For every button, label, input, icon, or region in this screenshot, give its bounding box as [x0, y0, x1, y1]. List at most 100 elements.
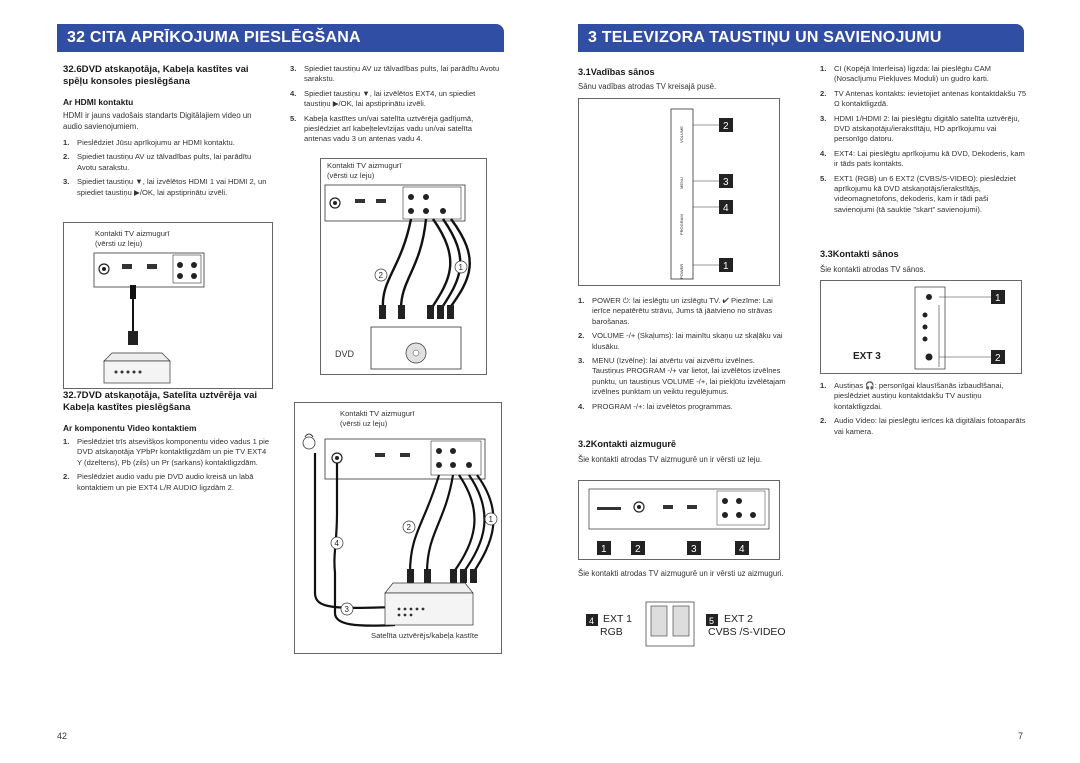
left-banner-text: 32 CITA APRĪKOJUMA PIESLĒGŠANA — [67, 29, 361, 46]
svg-text:VOLUME: VOLUME — [679, 126, 684, 143]
ext1-label: EXT 1 — [603, 613, 632, 625]
svg-text:3: 3 — [723, 177, 729, 188]
list-item-number: 5. — [820, 173, 827, 183]
dvd-fig-caption: Kontakti TV aizmugurī (vērsti uz leju) — [327, 161, 402, 180]
list-item: 5. EXT1 (RGB) un 6 EXT2 (CVBS/S-VIDEO): p… — [820, 174, 1028, 216]
list-item: 3. Spiediet taustiņu ▼, lai izvēlētos HDM… — [63, 177, 268, 198]
list-item-text: CI (Kopējā Interfeisa) ligzda: lai piesl… — [834, 64, 992, 84]
side-items: 1. Austiņas 🎧: personīgai klausīšanās izb… — [820, 381, 1028, 441]
list-item-number: 3. — [578, 356, 585, 366]
list-item-text: Spiediet taustiņu ▼, lai izvēlētos EXT4,… — [304, 88, 476, 109]
svg-text:4: 4 — [335, 539, 340, 548]
list-item: 2.Audio Video: lai pieslēgtu ierīces kā … — [820, 416, 1028, 437]
list-item-text: POWER ⏻: lai ieslēgtu un izslēgtu TV. ✔ … — [592, 296, 773, 326]
list-item-number: 2. — [63, 472, 70, 482]
list-item-number: 1. — [578, 296, 585, 305]
list-item-text: TV Antenas kontakts: ievietojiet antenas… — [834, 88, 1027, 109]
s32-intro: Šie kontakti atrodas TV aizmugurē un ir … — [578, 455, 763, 464]
list-item-text: Spiediet taustiņu ▼, lai izvēlētos HDMI … — [77, 177, 267, 197]
list-item: 1. Pieslēdziet Jūsu aprīkojumu ar HDMI ko… — [63, 138, 268, 148]
list-item-number: 1. — [820, 64, 827, 73]
list-item: 2.VOLUME -/+ (Skaļums): lai mainītu skaņ… — [578, 331, 786, 352]
svg-text:4: 4 — [589, 616, 594, 626]
svg-text:POWER: POWER — [679, 264, 684, 279]
dvd-label: DVD — [335, 349, 355, 359]
right-page-number: 7 — [1018, 731, 1024, 741]
s1-subtitle: Ar HDMI kontaktu — [63, 97, 134, 107]
list-item: 2. Spiediet taustiņu AV uz tālvadības pul… — [63, 152, 268, 173]
dvd-figure: Kontakti TV aizmugurī (vērsti uz leju) 2… — [320, 158, 487, 375]
s32-title: 3.2Kontakti aizmugurē — [578, 439, 677, 449]
svg-text:1: 1 — [723, 261, 729, 272]
s2-subtitle: Ar komponentu Video kontaktiem — [63, 423, 197, 433]
list-item-text: Spiediet taustiņu AV uz tālvadības pults… — [77, 152, 252, 172]
list-item: 4. PROGRAM -/+: lai izvēlētos programmas. — [578, 402, 786, 412]
rear-connectors-diagram: 1 2 3 4 — [588, 488, 770, 555]
list-item-text: HDMI 1/HDMI 2: lai pieslēgtu digitālo sa… — [834, 113, 1020, 144]
list-item-text: EXT1 (RGB) un 6 EXT2 (CVBS/S-VIDEO): pie… — [834, 173, 1016, 214]
sat-figure: Kontakti TV aizmugurī (vērsti uz leju) 2… — [294, 402, 502, 654]
list-item-number: 2. — [63, 152, 70, 162]
right-banner: 3 TELEVIZORA TAUSTIŅU UN SAVIENOJUMU PĀR… — [578, 24, 1024, 74]
svg-text:1: 1 — [489, 515, 494, 524]
svg-text:5: 5 — [709, 616, 714, 626]
list-item-number: 5. — [290, 113, 297, 123]
list-item-number: 1. — [820, 381, 827, 390]
ext3-label: EXT 3 — [853, 351, 881, 362]
list-item-number: 1. — [63, 138, 70, 147]
list-item-number: 2. — [820, 416, 827, 426]
list-item-text: MENU (Izvēlne): lai atvērtu vai aizvērtu… — [592, 356, 786, 397]
list-item: 1. CI (Kopējā Interfeisa) ligzda: lai pie… — [820, 64, 1028, 85]
sat-label: Satelīta uztvērējs/kabeļa kastīte — [371, 631, 479, 640]
list-item-text: Kabeļa kastītes un/vai satelīta uztvērēj… — [304, 113, 474, 144]
list-item-number: 3. — [63, 177, 70, 187]
list-item: 4. EXT4: Lai pieslēgtu aprīkojumu kā DVD,… — [820, 149, 1028, 170]
list-item: 1. Austiņas 🎧: personīgai klausīšanās izb… — [820, 381, 1028, 412]
left-banner: 32 CITA APRĪKOJUMA PIESLĒGŠANA — [57, 24, 504, 52]
list-item: 3.HDMI 1/HDMI 2: lai pieslēgtu digitālo … — [820, 114, 1028, 145]
hdmi-figure: Kontakti TV aizmugurī (vērsti uz leju) — [63, 222, 273, 389]
side-connectors-diagram: 1 2 — [914, 286, 1005, 370]
list-item-text: PROGRAM -/+: lai izvēlētos programmas. — [592, 401, 733, 411]
s1-title: 32.6DVD atskaņotāja, Kabeļa kastītes vai… — [63, 64, 249, 87]
list-item: 2. TV Antenas kontakts: ievietojiet anten… — [820, 89, 1028, 110]
ext2-label: EXT 2 — [724, 613, 753, 625]
s2-title: 32.7DVD atskaņotāja, Satelīta uztvērēja … — [63, 390, 258, 413]
list-item-number: 4. — [578, 401, 585, 411]
svg-text:1: 1 — [995, 293, 1001, 304]
list-item: 5. Kabeļa kastītes un/vai satelīta uztvēr… — [290, 114, 500, 145]
dvd-diagram: 2 1 — [324, 184, 471, 370]
list-item-text: Pieslēdziet Jūsu aprīkojumu ar HDMI kont… — [77, 138, 235, 147]
list-item-text: EXT4: Lai pieslēgtu aprīkojumu kā DVD, D… — [834, 148, 1025, 169]
ext2-sub: CVBS /S-VIDEO — [708, 626, 786, 638]
s33-title: 3.3Kontakti sānos — [820, 249, 899, 259]
list-item: 1. POWER ⏻: lai ieslēgtu un izslēgtu TV. … — [578, 296, 786, 327]
s32-intro2: Šie kontakti atrodas TV aizmugurē un ir … — [578, 569, 784, 578]
conn-items: 1. CI (Kopējā Interfeisa) ligzda: lai pie… — [820, 64, 1028, 219]
svg-text:3: 3 — [691, 544, 697, 555]
svg-text:PROGRAM: PROGRAM — [679, 214, 684, 235]
hdmi-fig-caption: Kontakti TV aizmugurī (vērsti uz leju) — [95, 229, 170, 248]
list-item: 1.Pieslēdziet trīs atsevišķos komponentu… — [63, 437, 270, 468]
list-item-number: 4. — [820, 148, 827, 158]
scart-figure: 4 5 EXT 1 RGB EXT 2 CVBS /S-VIDEO — [578, 596, 788, 652]
hdmi-diagram — [93, 252, 205, 384]
s31-steps: 1. POWER ⏻: lai ieslēgtu un izslēgtu TV. … — [578, 296, 786, 416]
ext1-sub: RGB — [600, 626, 623, 638]
s33-intro: Šie kontakti atrodas TV sānos. — [820, 265, 926, 274]
col2-steps: 3.Spiediet taustiņu AV uz tālvadības pul… — [290, 64, 500, 149]
list-item-number: 4. — [290, 88, 297, 98]
list-item-text: Austiņas 🎧: personīgai klausīšanās izbau… — [834, 381, 1004, 411]
svg-text:3: 3 — [345, 605, 350, 614]
sat-diagram: 2 1 4 3 — [302, 433, 498, 627]
svg-text:1: 1 — [459, 263, 464, 272]
svg-text:2: 2 — [635, 544, 641, 555]
list-item-number: 2. — [820, 88, 827, 98]
list-item-number: 1. — [63, 437, 70, 446]
left-page-number: 42 — [57, 731, 68, 741]
svg-text:1: 1 — [601, 544, 607, 555]
s31-title: 3.1Vadības sānos — [578, 67, 655, 77]
s1-intro: HDMI ir jauns vadošais standarts Digitāl… — [63, 111, 252, 131]
